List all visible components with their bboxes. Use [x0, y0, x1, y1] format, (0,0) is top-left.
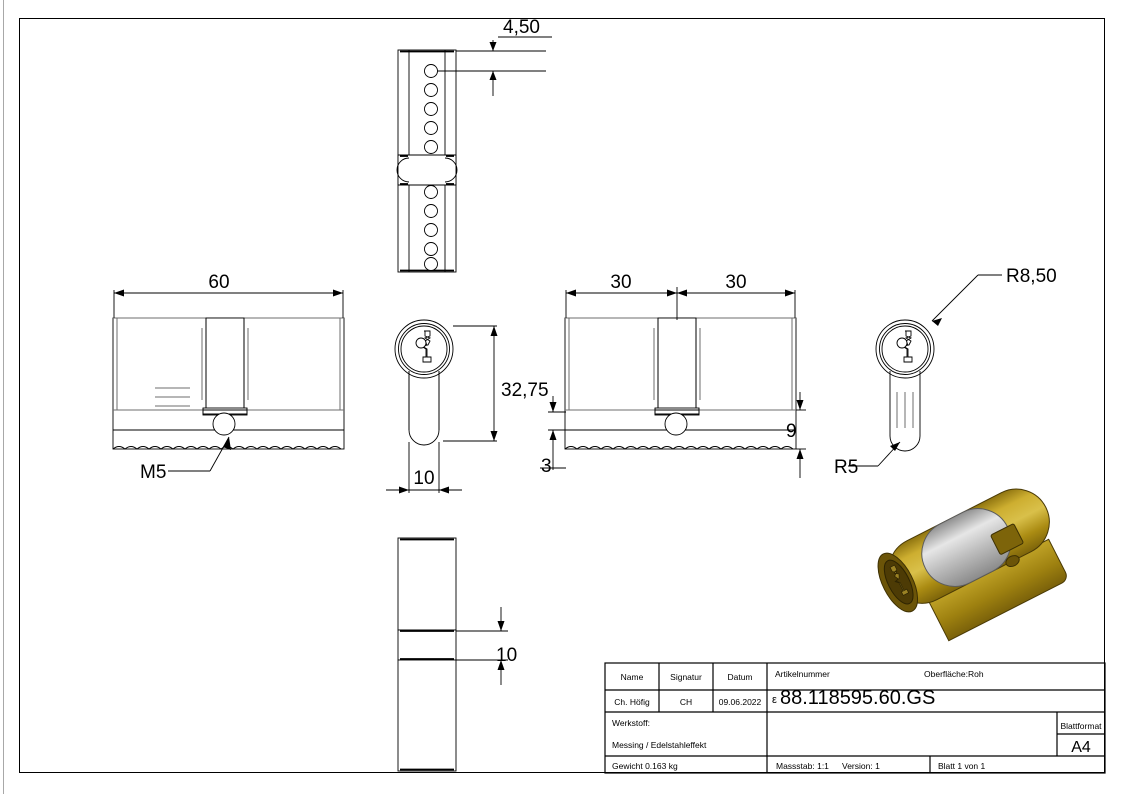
view-right-elevation	[540, 287, 806, 478]
tb-article-number: 88.118595.60.GS	[780, 687, 935, 709]
tb-value-name: Ch. Höfig	[614, 697, 650, 707]
tb-header-name: Name	[621, 672, 644, 682]
tb-label-material: Werkstoff:	[612, 718, 650, 728]
left-edge-rule	[3, 0, 4, 794]
title-block-frame	[604, 662, 1106, 774]
tb-label-surface: Oberfläche:	[924, 669, 968, 679]
tb-value-surface: Roh	[968, 669, 984, 679]
dim-cam-offset-3: 3	[541, 456, 552, 477]
tb-label-article-number: Artikelnummer	[775, 669, 830, 679]
tb-value-scale: Massstab: 1:1	[776, 761, 829, 771]
view-bottom-band	[397, 537, 508, 772]
view-left-elevation	[112, 289, 345, 472]
dim-cam-height-9: 9	[786, 421, 797, 442]
sheet-border	[19, 18, 1105, 773]
tb-header-date: Datum	[727, 672, 752, 682]
tb-value-sheet: Blatt 1 von 1	[938, 761, 986, 771]
dim-total-length-60: 60	[208, 272, 229, 293]
dim-top-pin-offset: 4,50	[503, 17, 540, 38]
dim-radius-r850: R8,50	[1006, 266, 1057, 287]
view-front-profile	[386, 319, 498, 494]
dim-half-30-right: 30	[725, 272, 746, 293]
brass-cylinder-render	[877, 488, 1067, 642]
view-profile-radii	[848, 274, 1002, 467]
dim-thread-m5: M5	[140, 462, 166, 483]
tb-value-weight: Gewicht 0.163 kg	[612, 761, 678, 771]
tb-value-signature: CH	[680, 697, 692, 707]
tb-value-sheet-format: A4	[1071, 739, 1091, 756]
dim-height-3275: 32,75	[501, 380, 549, 401]
dim-radius-r5: R5	[834, 457, 858, 478]
dim-half-30-left: 30	[610, 272, 631, 293]
view-top-pinholes	[396, 36, 552, 273]
tb-value-material: Messing / Edelstahleffekt	[612, 740, 707, 750]
dim-band-10: 10	[496, 645, 517, 666]
tb-label-sheet-format: Blattformat	[1060, 721, 1102, 731]
tb-value-date: 09.06.2022	[719, 697, 762, 707]
tb-article-prefix: ε	[772, 694, 777, 706]
tb-value-version: Version: 1	[842, 761, 880, 771]
tb-header-signature: Signatur	[670, 672, 702, 682]
dim-width-10: 10	[413, 468, 434, 489]
